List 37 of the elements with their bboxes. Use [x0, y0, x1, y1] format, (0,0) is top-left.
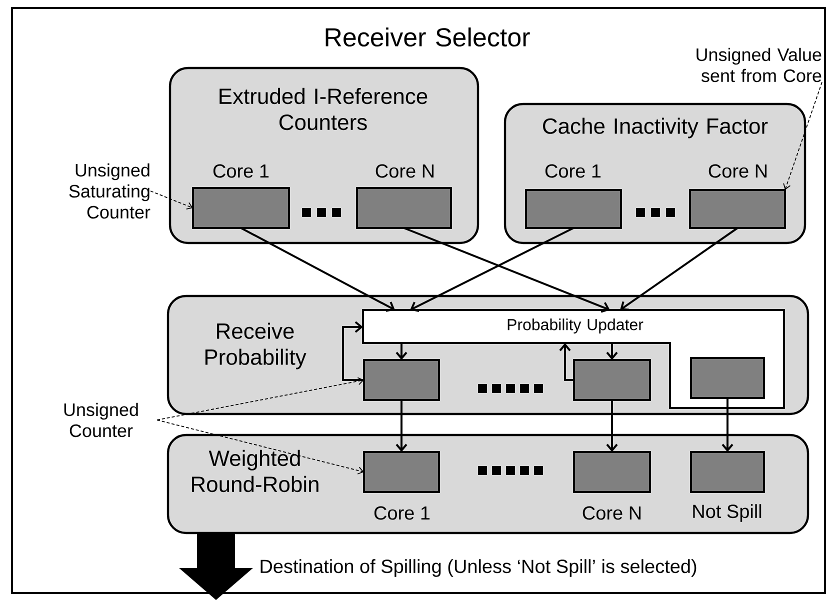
arrow — [396, 400, 408, 452]
core-label: Core 1 — [374, 506, 430, 520]
register-box — [356, 187, 452, 229]
register-box — [192, 187, 290, 229]
arrow — [722, 398, 734, 452]
leader-line — [783, 82, 822, 190]
leader-line — [156, 420, 364, 474]
arrow — [606, 343, 618, 360]
core-label: Core N — [582, 506, 641, 520]
register-box — [690, 451, 765, 493]
register-box — [363, 359, 440, 401]
register-box — [690, 357, 765, 399]
core-label: Not Spill — [693, 504, 762, 522]
annotation-text: Unsigned Counter — [64, 402, 138, 438]
arrow — [404, 227, 610, 313]
annotation-text: Unsigned Saturating Counter — [69, 163, 150, 219]
leader-line — [156, 377, 364, 420]
arrow — [410, 227, 574, 312]
core-label: Core N — [376, 164, 434, 178]
register-box — [363, 451, 440, 493]
leader-line — [150, 190, 193, 210]
arrow — [240, 227, 395, 312]
register-box — [525, 189, 622, 229]
arrow — [620, 227, 738, 311]
arrow — [342, 321, 364, 381]
block-arrow — [179, 533, 253, 600]
arrow — [606, 400, 618, 452]
core-label: Core 1 — [545, 164, 601, 178]
annotation-text: Unsigned Value sent from Core — [696, 48, 822, 82]
edge-label: Destination of Spilling (Unless ‘Not Spill’ is selected) — [260, 559, 696, 577]
arrow — [559, 343, 574, 381]
register-box — [573, 451, 651, 493]
core-label: Core N — [708, 164, 767, 178]
arrow — [396, 343, 408, 360]
register-box — [573, 359, 651, 401]
register-box — [689, 189, 786, 229]
core-label: Core 1 — [213, 164, 269, 178]
